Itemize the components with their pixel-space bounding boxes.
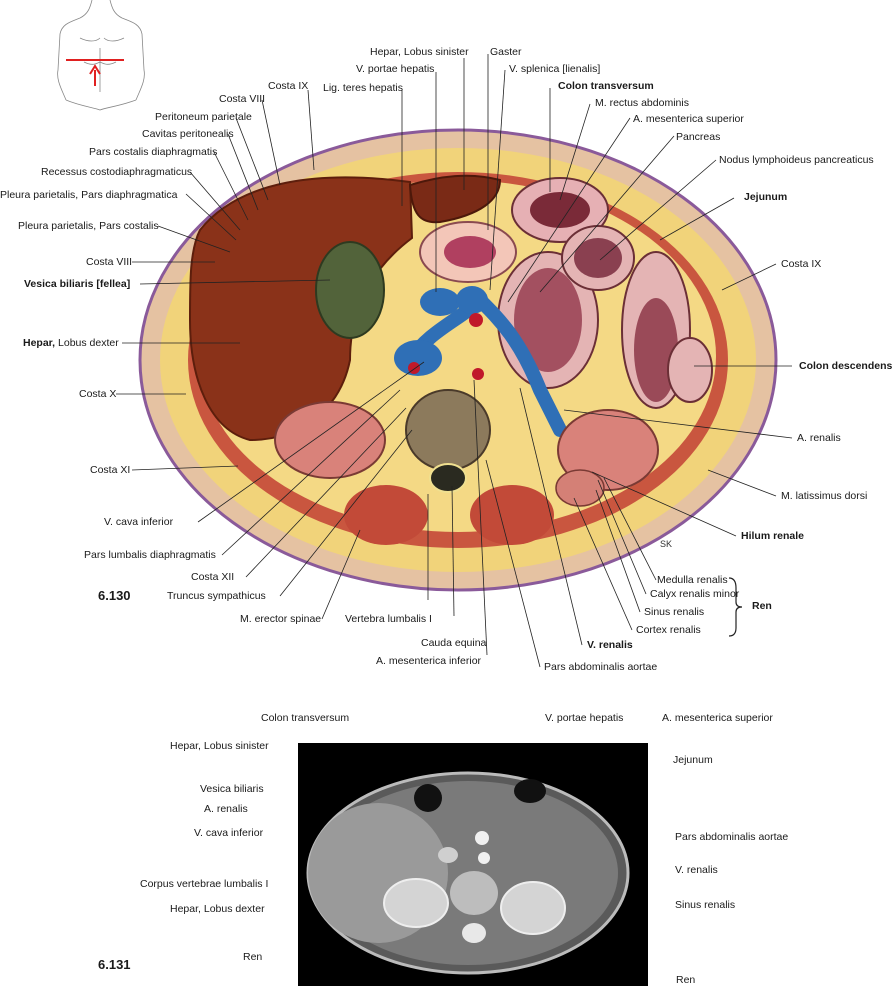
label-ren: Ren xyxy=(752,600,772,612)
label-pars-costalis-diaphragmatis: Pars costalis diaphragmatis xyxy=(89,146,218,158)
ct-label-ren-right: Ren xyxy=(676,974,696,986)
label-pleura-diaphragmatica: Pleura parietalis, Pars diaphragmatica xyxy=(0,189,178,201)
ct-label-colon-transversum: Colon transversum xyxy=(261,712,350,724)
label-m-rectus-abdominis: M. rectus abdominis xyxy=(595,97,689,109)
label-vertebra-lumbalis: Vertebra lumbalis I xyxy=(345,613,432,625)
label-pars-lumbalis: Pars lumbalis diaphragmatis xyxy=(84,549,216,561)
ct-label-a-mesenterica-superior: A. mesenterica superior xyxy=(662,712,773,724)
label-gaster: Gaster xyxy=(490,46,522,58)
label-colon-descendens: Colon descendens xyxy=(799,360,893,372)
label-hilum-renale: Hilum renale xyxy=(741,530,805,542)
figure-number-6-131: 6.131 xyxy=(98,957,131,972)
ct-label-v-renalis: V. renalis xyxy=(675,864,718,876)
label-a-mesenterica-superior: A. mesenterica superior xyxy=(633,113,744,125)
label-cortex-renalis: Cortex renalis xyxy=(636,624,701,636)
label-costa-xii: Costa XII xyxy=(191,571,235,583)
label-colon-transversum: Colon transversum xyxy=(558,80,654,92)
artist-signature: SK xyxy=(660,539,673,549)
label-jejunum: Jejunum xyxy=(744,191,788,203)
cross-section-drawing xyxy=(138,128,778,592)
ct-label-hepar-lobus-dexter: Hepar, Lobus dexter xyxy=(170,903,265,915)
label-v-cava-inferior: V. cava inferior xyxy=(104,516,174,528)
label-vesica-biliaris: Vesica biliaris [fellea] xyxy=(24,278,131,290)
label-m-erector-spinae: M. erector spinae xyxy=(240,613,322,625)
ct-label-corpus-vertebrae: Corpus vertebrae lumbalis I xyxy=(140,878,269,890)
ct-label-hepar-lobus-sinister: Hepar, Lobus sinister xyxy=(170,740,269,752)
ct-label-sinus-renalis: Sinus renalis xyxy=(675,899,736,911)
label-costa-viii-left: Costa VIII xyxy=(86,256,133,268)
ct-label-v-portae-hepatis: V. portae hepatis xyxy=(545,712,624,724)
torso-orientation-figure xyxy=(57,0,145,111)
label-calyx-renalis-minor: Calyx renalis minor xyxy=(650,588,740,600)
ct-scan-image xyxy=(298,743,648,986)
label-costa-viii-top: Costa VIII xyxy=(219,93,266,105)
ren-bracket xyxy=(728,577,743,637)
ct-label-pars-abdominalis-aortae: Pars abdominalis aortae xyxy=(675,831,789,843)
label-pars-abdominalis-aortae: Pars abdominalis aortae xyxy=(544,661,658,673)
label-sinus-renalis: Sinus renalis xyxy=(644,606,705,618)
ct-label-vesica-biliaris: Vesica biliaris xyxy=(200,783,264,795)
label-costa-ix-top: Costa IX xyxy=(268,80,309,92)
label-peritoneum-parietale: Peritoneum parietale xyxy=(155,111,252,123)
label-costa-ix-right: Costa IX xyxy=(781,258,822,270)
right-kidney-shape xyxy=(274,401,386,479)
label-costa-x: Costa X xyxy=(79,388,117,400)
section-arrow-icon xyxy=(89,64,101,86)
label-cavitas-peritonealis: Cavitas peritonealis xyxy=(142,128,234,140)
label-hepar-lobus-dexter: Hepar, Lobus dexter xyxy=(23,337,119,349)
label-lig-teres-hepatis: Lig. teres hepatis xyxy=(323,82,403,94)
label-recessus-costodiaphragmaticus: Recessus costodiaphragmaticus xyxy=(41,166,193,178)
ct-label-ren-left: Ren xyxy=(243,951,263,963)
label-a-mesenterica-inferior: A. mesenterica inferior xyxy=(376,655,482,667)
label-v-portae-hepatis: V. portae hepatis xyxy=(356,63,435,75)
label-hepar-lobus-sinister: Hepar, Lobus sinister xyxy=(370,46,469,58)
label-v-renalis: V. renalis xyxy=(587,639,633,651)
ct-label-jejunum: Jejunum xyxy=(673,754,713,766)
figure-number-6-130: 6.130 xyxy=(98,588,131,603)
ct-scan-drawing xyxy=(306,771,630,975)
label-hepar-bold: Hepar, xyxy=(23,337,56,349)
label-medulla-renalis: Medulla renalis xyxy=(657,574,728,586)
label-costa-xi: Costa XI xyxy=(90,464,131,476)
label-nodus-lymphoideus: Nodus lymphoideus pancreaticus xyxy=(719,154,874,166)
label-hepar-rest: Lobus dexter xyxy=(55,337,119,349)
leader-lines-fig130 xyxy=(116,54,793,668)
label-a-renalis: A. renalis xyxy=(797,432,841,444)
label-pleura-costalis: Pleura parietalis, Pars costalis xyxy=(18,220,159,232)
ct-label-v-cava-inferior: V. cava inferior xyxy=(194,827,264,839)
label-v-splenica: V. splenica [lienalis] xyxy=(509,63,601,75)
ct-label-a-renalis: A. renalis xyxy=(204,803,248,815)
label-truncus-sympathicus: Truncus sympathicus xyxy=(167,590,266,602)
label-pancreas: Pancreas xyxy=(676,131,721,143)
label-cauda-equina: Cauda equina xyxy=(421,637,487,649)
label-m-latissimus-dorsi: M. latissimus dorsi xyxy=(781,490,868,502)
gallbladder-shape xyxy=(315,241,385,339)
